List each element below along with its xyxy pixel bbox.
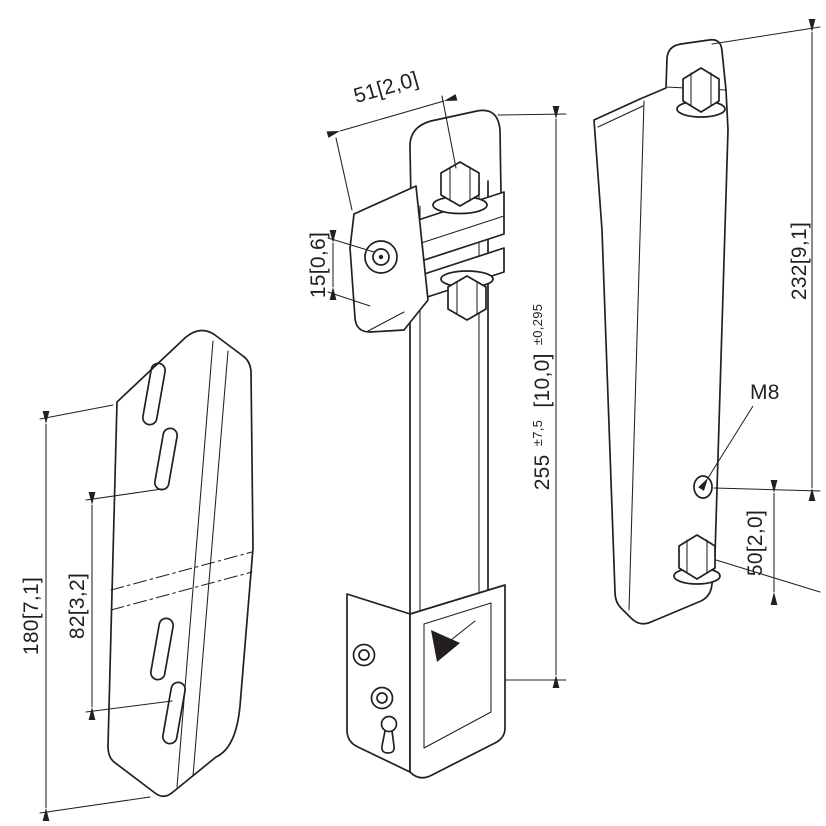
extension-line — [85, 700, 173, 713]
extension-line — [497, 113, 567, 116]
dimension-15: 15[0,6] — [307, 230, 375, 307]
left-angle-bracket — [107, 329, 254, 798]
plate-bend-line — [628, 100, 645, 611]
dimension-51: 51[2,0] — [326, 68, 458, 211]
dimension-50: 50[2,0] — [715, 480, 821, 605]
extension-line — [441, 95, 457, 169]
dimension-label-15: 15[0,6] — [307, 232, 330, 298]
dimension-line — [326, 94, 458, 138]
dim-255-inches-tolerance: ±0,295 — [530, 304, 545, 345]
bolt-facet — [690, 72, 712, 107]
bend-crease-line — [176, 340, 214, 788]
top-clamp — [349, 161, 505, 333]
dim-255-mm: 255 — [531, 454, 554, 490]
plate-top-inner-edge — [597, 105, 644, 128]
section-arrow-tail — [450, 620, 476, 641]
dimension-232: 232[9,1] — [711, 19, 821, 501]
dimension-label-232: 232[9,1] — [788, 222, 811, 300]
foot-hole-inner — [358, 649, 370, 661]
thread-size-label: M8 — [750, 381, 780, 404]
plate-outline — [593, 38, 729, 625]
foot-hole-outer — [370, 686, 394, 710]
foot-opening — [423, 602, 492, 749]
bolt-head — [682, 67, 720, 113]
dimension-label-255: 255 ±7,5 [10,0] ±0,295 — [524, 304, 554, 491]
dim-255-mm-tolerance: ±7,5 — [530, 420, 545, 446]
dimension-255: 255 ±7,5 [10,0] ±0,295 — [497, 106, 567, 688]
clamp-plate-edge — [411, 215, 505, 247]
foot-hole-inner — [376, 692, 388, 704]
dimension-label-82: 82[3,2] — [66, 573, 89, 639]
bolt-facet — [456, 281, 478, 315]
extension-line — [85, 488, 163, 501]
extension-line — [39, 796, 151, 814]
keyhole-circle — [380, 715, 398, 733]
foot-hole-outer — [352, 643, 376, 667]
dimension-label-50: 50[2,0] — [744, 510, 767, 576]
side-plate-hole-center — [378, 254, 384, 260]
leader-line — [698, 405, 754, 491]
mounting-slot — [141, 362, 167, 426]
keyhole-slot — [381, 730, 395, 754]
dimension-82: 82[3,2] — [66, 488, 173, 720]
mounting-slot — [153, 427, 179, 491]
mounting-slot — [161, 681, 187, 745]
section-arrow — [431, 630, 460, 662]
dim-255-inches: [10,0] — [531, 353, 554, 407]
right-wall-plate — [593, 38, 729, 625]
side-plate-hole-outer — [364, 240, 398, 274]
extension-line — [715, 559, 821, 593]
side-plate-hole-inner — [372, 248, 390, 266]
dimension-label-51: 51[2,0] — [351, 68, 421, 108]
bolt-head — [678, 534, 716, 580]
dimension-label-180: 180[7,1] — [20, 577, 43, 655]
bracket-outline — [107, 329, 254, 798]
bolt-facet — [449, 166, 471, 202]
extension-line — [335, 137, 353, 211]
extension-line — [713, 487, 821, 492]
m8-hole — [693, 475, 713, 499]
mounting-slot — [149, 617, 175, 681]
extension-line — [711, 26, 821, 45]
thread-callout: M8 — [698, 381, 780, 491]
break-centerline — [110, 571, 253, 611]
dimension-180: 180[7,1] — [20, 404, 151, 821]
bottom-foot — [346, 584, 506, 779]
bolt-facet — [686, 539, 708, 574]
clamp-side-plate-notch — [367, 311, 405, 332]
break-centerline — [110, 551, 253, 591]
extension-line — [39, 404, 114, 420]
foot-left-face — [346, 593, 411, 773]
